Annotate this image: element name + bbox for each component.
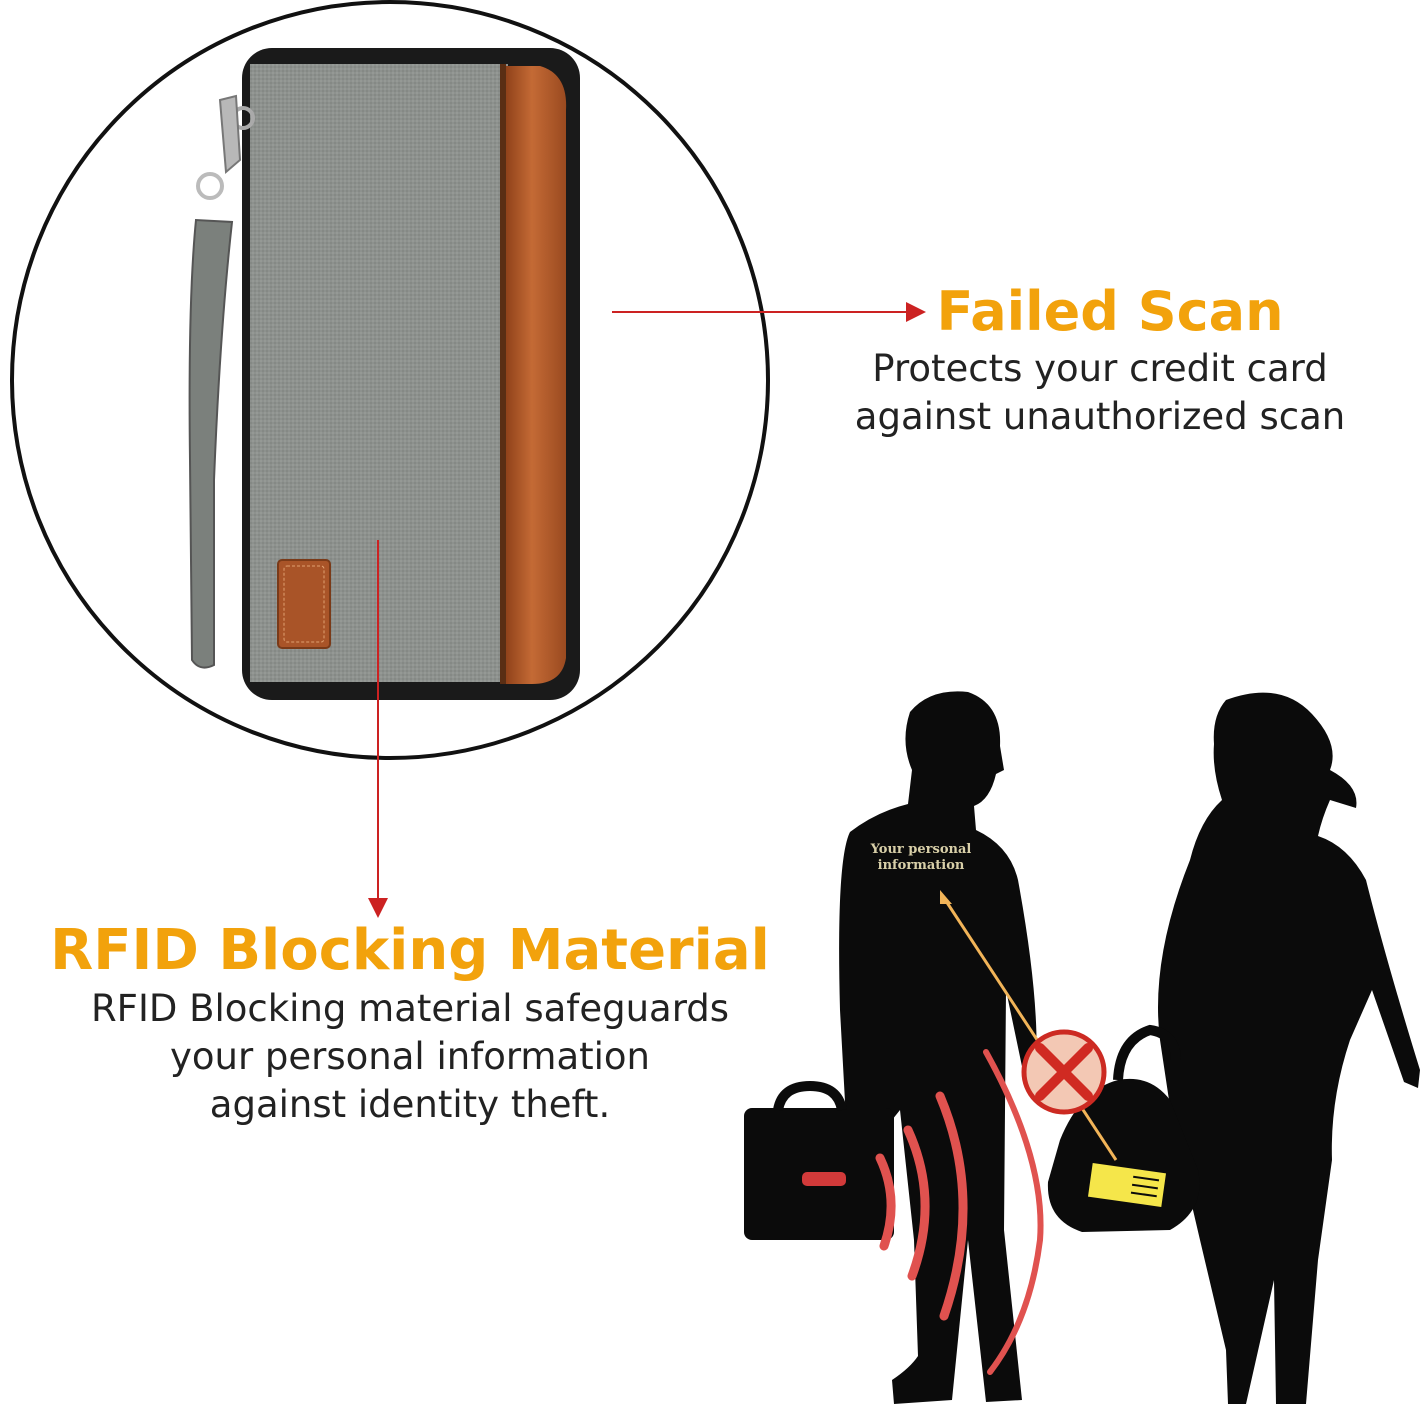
wallet-icon [188,48,580,700]
rfid-signal-waves-icon [875,1049,1044,1375]
rfid-line2: your personal information [169,1035,651,1078]
shirt-label-line1: Your personal [870,842,972,857]
failed-scan-line1: Protects your credit card [872,347,1328,390]
rfid-description: RFID Blocking material safeguards your p… [40,985,780,1129]
woman-silhouette [1047,692,1420,1404]
rfid-line1: RFID Blocking material safeguards [90,987,730,1030]
red-x-circle-icon [1021,1029,1107,1115]
scan-line [942,897,1118,1161]
failed-scan-title: Failed Scan [936,280,1284,343]
failed-scan-line2: against unauthorized scan [854,395,1346,438]
shirt-label: Your personal information [858,842,984,874]
failed-scan-description: Protects your credit card against unauth… [820,345,1380,441]
man-silhouette [744,691,1037,1404]
rfid-title: RFID Blocking Material [50,918,770,983]
shirt-label-line2: information [877,858,965,873]
rfid-line3: against identity theft. [209,1083,611,1126]
